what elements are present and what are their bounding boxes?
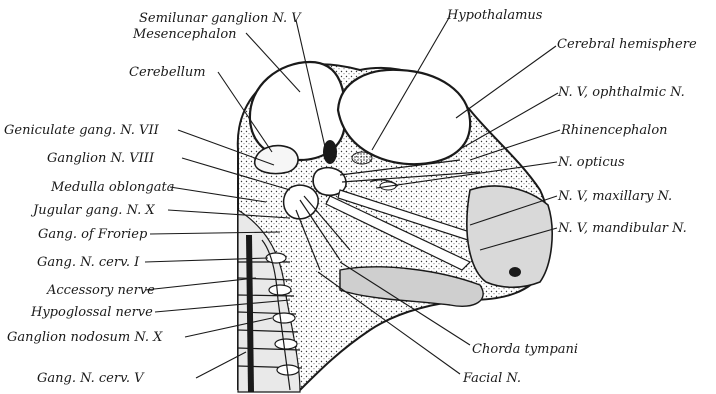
label-maxillary-nerve: N. V, maxillary N.	[557, 189, 672, 204]
label-semilunar-ganglion: Semilunar ganglion N. V	[139, 11, 302, 26]
label-ganglion-nodosum: Ganglion nodosum N. X	[7, 330, 163, 345]
label-chorda-tympani: Chorda tympani	[472, 342, 578, 357]
label-n-opticus: N. opticus	[557, 155, 625, 170]
label-cerebral-hemisphere: Cerebral hemisphere	[557, 37, 697, 52]
label-hypothalamus: Hypothalamus	[446, 8, 543, 23]
label-mesencephalon: Mesencephalon	[132, 27, 237, 42]
label-jugular-ganglion: Jugular gang. N. X	[30, 203, 155, 218]
label-rhinencephalon: Rhinencephalon	[560, 123, 668, 138]
label-ganglion-froriep: Gang. of Froriep	[38, 227, 148, 242]
label-facial-nerve: Facial N.	[462, 371, 521, 386]
label-mandibular-nerve: N. V, mandibular N.	[557, 221, 687, 236]
label-cervical-ganglion-i: Gang. N. cerv. I	[37, 255, 140, 270]
cerebellum-shape	[255, 146, 298, 174]
label-ophthalmic-nerve: N. V, ophthalmic N.	[557, 85, 685, 100]
label-ganglion-viii: Ganglion N. VIII	[47, 151, 155, 166]
label-cervical-ganglion-v: Gang. N. cerv. V	[37, 371, 145, 386]
label-cerebellum: Cerebellum	[129, 65, 206, 80]
label-hypoglossal-nerve: Hypoglossal nerve	[30, 305, 153, 320]
label-accessory-nerve: Accessory nerve	[46, 283, 155, 298]
label-medulla-oblongata: Medulla oblongata	[50, 180, 174, 195]
label-geniculate-ganglion: Geniculate gang. N. VII	[4, 123, 160, 138]
